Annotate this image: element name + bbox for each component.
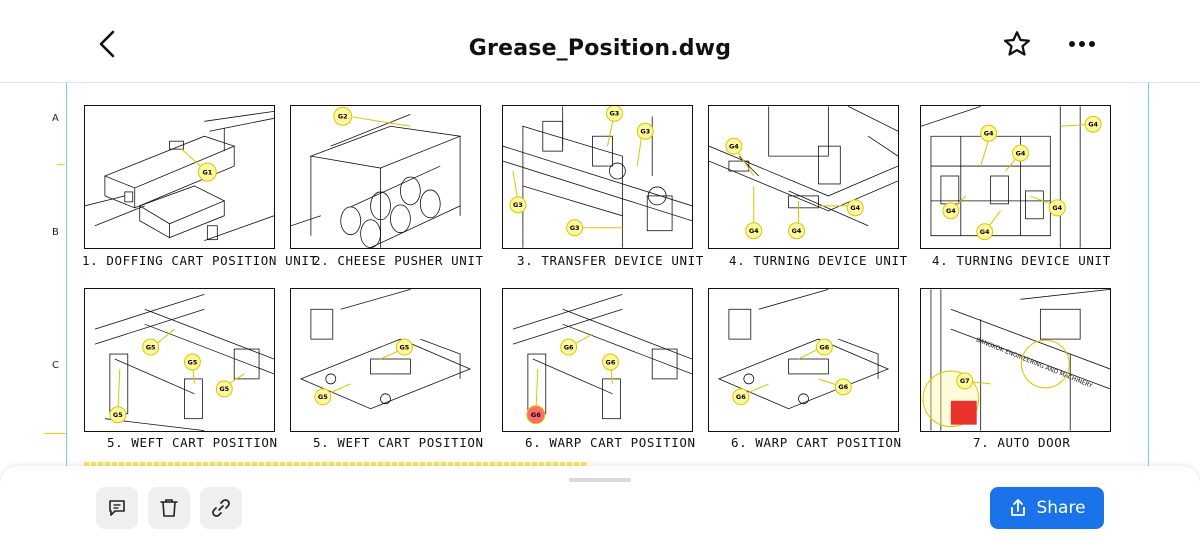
grease-point-label: G4 xyxy=(1052,204,1062,212)
chevron-left-icon xyxy=(99,30,115,58)
grease-point-label: G1 xyxy=(202,168,212,176)
grease-point-label: G6 xyxy=(838,383,848,391)
grease-point-label: G4 xyxy=(749,227,759,235)
grease-point-label: G6 xyxy=(531,411,541,419)
grease-point-label: G4 xyxy=(984,130,994,138)
grease-point-label: G5 xyxy=(400,343,410,351)
grease-point-label: G6 xyxy=(564,343,574,351)
trash-icon xyxy=(160,499,178,517)
back-button[interactable] xyxy=(86,22,130,66)
grease-point-label: G4 xyxy=(980,228,990,236)
more-options-button[interactable] xyxy=(1060,22,1104,66)
star-icon xyxy=(1004,31,1030,56)
more-horizontal-icon xyxy=(1069,41,1095,47)
grease-point-label: G4 xyxy=(729,142,739,150)
grease-point-label: G4 xyxy=(792,227,802,235)
sheet-grabber[interactable] xyxy=(569,478,631,482)
sheet-tick xyxy=(57,164,65,165)
panel-8-caption: 6. WARP CART POSITION xyxy=(525,435,696,450)
copy-link-button[interactable] xyxy=(200,487,242,529)
share-button[interactable]: Share xyxy=(990,487,1104,529)
grease-point-label: G6 xyxy=(606,358,616,366)
grease-point-label: G5 xyxy=(219,385,229,393)
sheet-border-right xyxy=(1148,83,1149,473)
grease-point-label: G4 xyxy=(850,204,860,212)
grease-point-label: G6 xyxy=(819,343,829,351)
panel-7-caption: 5. WEFT CART POSITION xyxy=(313,435,484,450)
share-label: Share xyxy=(1036,498,1086,518)
grease-point-label: G4 xyxy=(1088,121,1098,129)
panel-2-drawing[interactable]: G2 xyxy=(290,105,481,249)
sheet-border-left xyxy=(66,83,67,473)
panel-5-caption: 4. TURNING DEVICE UNIT xyxy=(932,253,1111,268)
comment-icon xyxy=(109,500,125,516)
grease-point-label: G7 xyxy=(960,377,970,385)
doffing-cart-illustration: G1 xyxy=(85,110,274,242)
delete-button[interactable] xyxy=(148,487,190,529)
panel-4-caption: 4. TURNING DEVICE UNIT xyxy=(729,253,908,268)
row-marker-a: A xyxy=(52,113,59,124)
grease-point-label: G5 xyxy=(318,393,328,401)
comment-button[interactable] xyxy=(96,487,138,529)
panel-3-caption: 3. TRANSFER DEVICE UNIT xyxy=(517,253,704,268)
grease-point-label: G4 xyxy=(946,207,956,215)
grease-point-label: G2 xyxy=(338,113,348,121)
grease-point-label: G6 xyxy=(736,393,746,401)
row-marker-b: B xyxy=(52,227,59,238)
drawing-canvas[interactable]: A B C G1 G2 xyxy=(0,83,1200,473)
grease-point-label: G3 xyxy=(640,128,650,136)
cheese-pusher-illustration: G2 xyxy=(291,106,462,248)
highlight-strip xyxy=(84,462,588,469)
grease-point-label: G4 xyxy=(1016,149,1026,157)
panel-10-caption: 7. AUTO DOOR xyxy=(973,435,1071,450)
auto-door-label: BANGKOK ENGINEERING AND MACHINERY xyxy=(975,336,1094,389)
panel-9-caption: 6. WARP CART POSITION xyxy=(731,435,902,450)
link-icon xyxy=(212,499,230,517)
panel-10-drawing[interactable]: BANGKOK ENGINEERING AND MACHINERY G7 xyxy=(920,288,1111,432)
grease-point-label: G3 xyxy=(610,110,620,118)
top-bar: Grease_Position.dwg xyxy=(0,0,1200,83)
panel-6-caption: 5. WEFT CART POSITION xyxy=(107,435,278,450)
grease-point-label: G3 xyxy=(570,224,580,232)
bottom-action-sheet: Share xyxy=(0,466,1200,558)
grease-point-label: G5 xyxy=(188,358,198,366)
panel-1-caption: 1. DOFFING CART POSITION UNIT xyxy=(82,253,318,268)
grease-point-label: G5 xyxy=(113,411,123,419)
panel-1-drawing[interactable]: G1 xyxy=(84,105,275,249)
panel-2-caption: 2. CHEESE PUSHER UNIT xyxy=(313,253,484,268)
sheet-tick xyxy=(44,433,66,434)
share-icon xyxy=(1011,499,1026,516)
favorite-button[interactable] xyxy=(995,22,1039,66)
row-marker-c: C xyxy=(52,360,59,371)
grease-point-label: G5 xyxy=(146,343,156,351)
document-title: Grease_Position.dwg xyxy=(468,36,732,61)
grease-point-label: G3 xyxy=(513,201,523,209)
auto-door-illustration: BANGKOK ENGINEERING AND MACHINERY G7 xyxy=(922,289,1110,431)
